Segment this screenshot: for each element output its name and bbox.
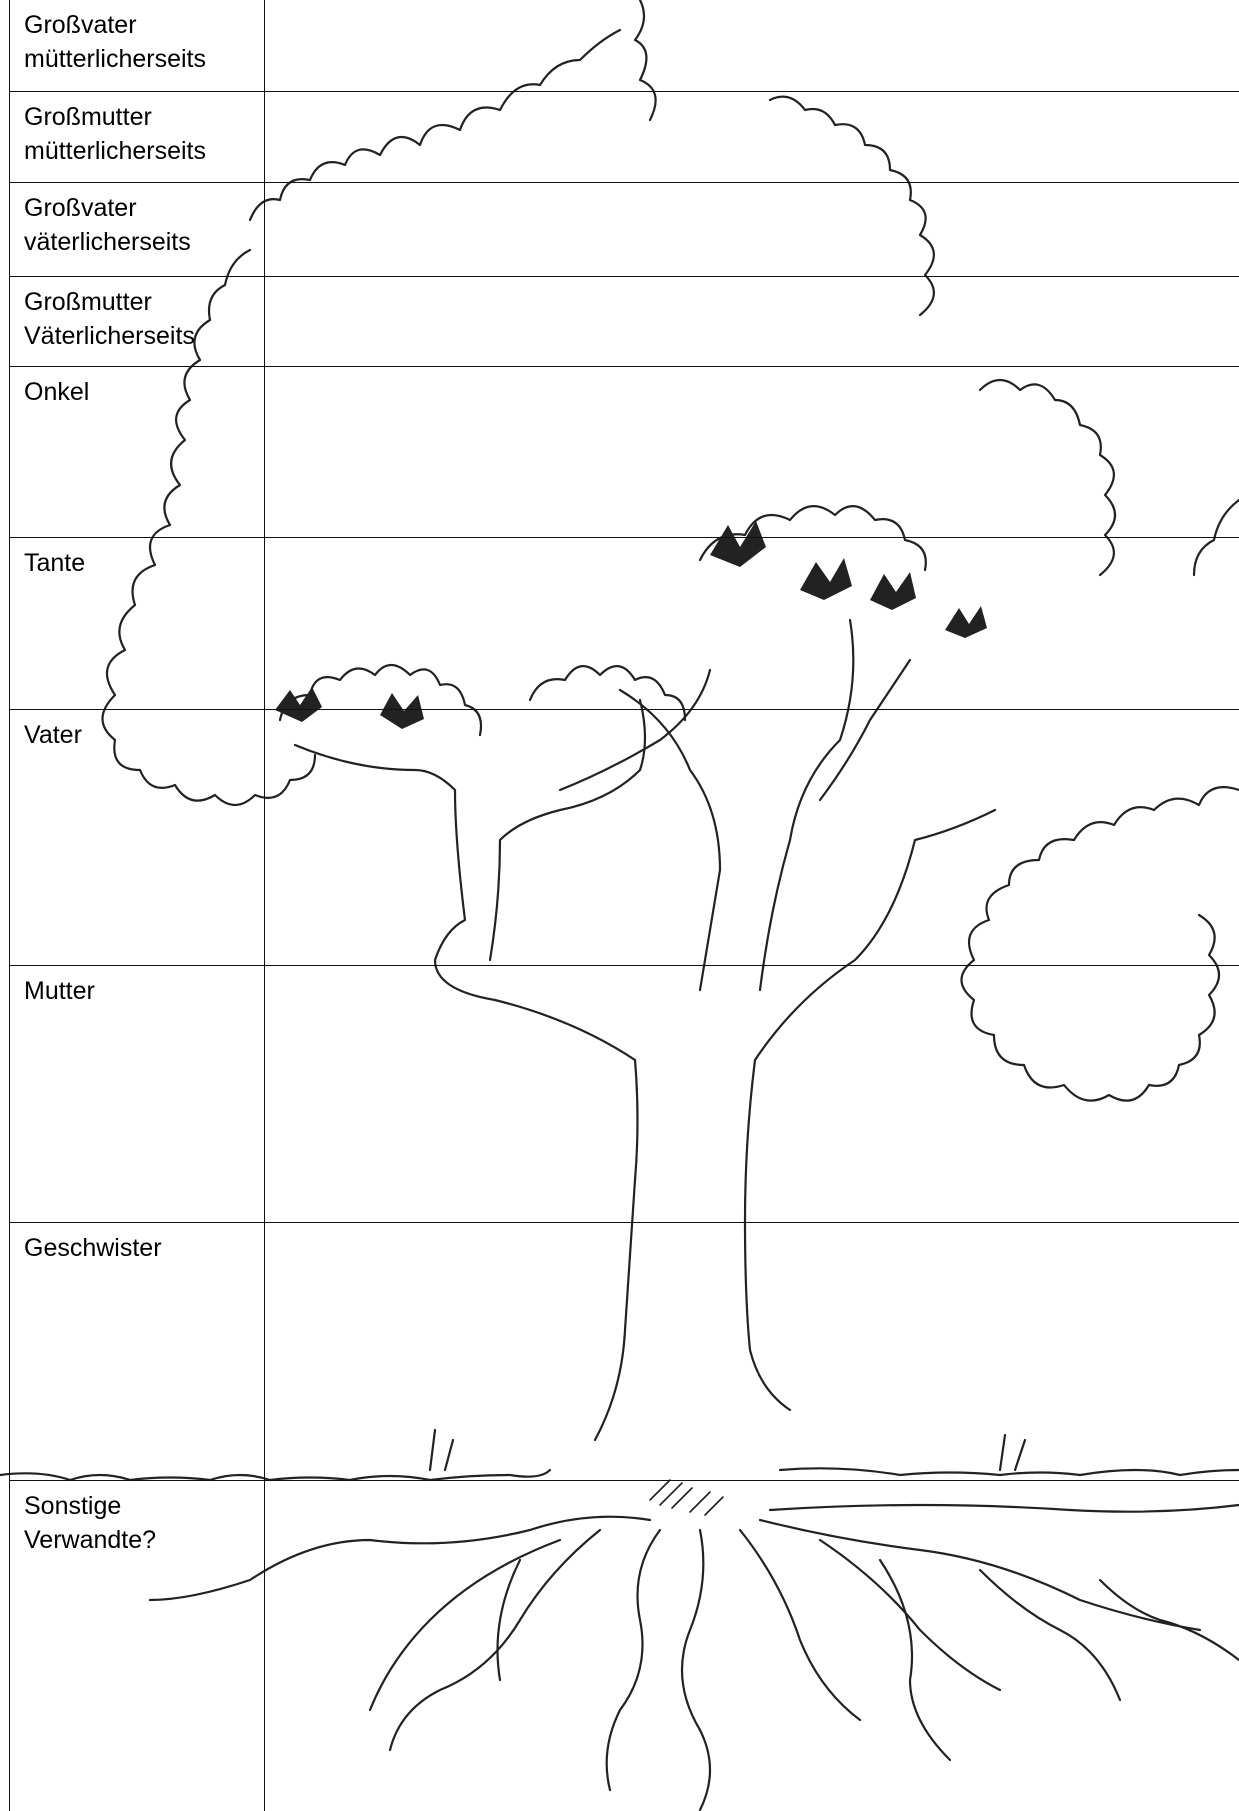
entry-cell[interactable]: [265, 276, 1239, 366]
row-label: Sonstige Verwandte?: [10, 1480, 265, 1811]
row-label: Onkel: [10, 366, 265, 537]
entry-cell[interactable]: [265, 182, 1239, 276]
row-label: Großvater väterlicherseits: [10, 182, 265, 276]
table-row: Geschwister: [10, 1222, 1239, 1480]
entry-cell[interactable]: [265, 0, 1239, 91]
entry-cell[interactable]: [265, 709, 1239, 965]
row-label: Tante: [10, 537, 265, 709]
relatives-table: Großvater mütterlicherseits Großmutter m…: [9, 0, 1239, 1811]
table-row: Tante: [10, 537, 1239, 709]
entry-cell[interactable]: [265, 965, 1239, 1222]
row-label: Großmutter Väterlicherseits: [10, 276, 265, 366]
row-label: Mutter: [10, 965, 265, 1222]
table-row: Vater: [10, 709, 1239, 965]
row-label: Vater: [10, 709, 265, 965]
entry-cell[interactable]: [265, 1480, 1239, 1811]
entry-cell[interactable]: [265, 91, 1239, 182]
table-row: Großvater väterlicherseits: [10, 182, 1239, 276]
row-label: Großvater mütterlicherseits: [10, 0, 265, 91]
entry-cell[interactable]: [265, 537, 1239, 709]
table-row: Großvater mütterlicherseits: [10, 0, 1239, 91]
row-label: Großmutter mütterlicherseits: [10, 91, 265, 182]
entry-cell[interactable]: [265, 1222, 1239, 1480]
table-row: Mutter: [10, 965, 1239, 1222]
table-row: Onkel: [10, 366, 1239, 537]
table-row: Großmutter Väterlicherseits: [10, 276, 1239, 366]
table-row: Großmutter mütterlicherseits: [10, 91, 1239, 182]
table-row: Sonstige Verwandte?: [10, 1480, 1239, 1811]
entry-cell[interactable]: [265, 366, 1239, 537]
row-label: Geschwister: [10, 1222, 265, 1480]
